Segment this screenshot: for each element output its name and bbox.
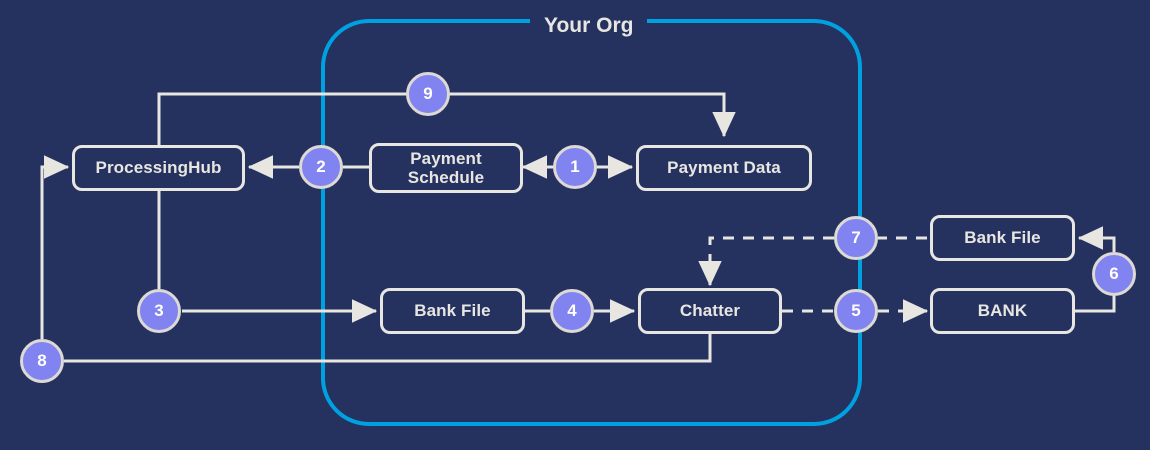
connector-step-7-left bbox=[698, 236, 834, 287]
node-chatter[interactable]: Chatter bbox=[638, 288, 782, 334]
node-payment-data[interactable]: Payment Data bbox=[636, 145, 812, 191]
connector-step-6-upper bbox=[1077, 226, 1116, 252]
step-badge-8[interactable]: 8 bbox=[20, 339, 64, 383]
step-badge-6[interactable]: 6 bbox=[1092, 252, 1136, 296]
org-boundary-label: Your Org bbox=[530, 14, 648, 38]
step-badge-7[interactable]: 7 bbox=[834, 216, 878, 260]
connector-step-6-lower bbox=[1075, 295, 1116, 313]
node-processinghub[interactable]: ProcessingHub bbox=[72, 145, 245, 191]
step-badge-1[interactable]: 1 bbox=[553, 145, 597, 189]
step-badge-4[interactable]: 4 bbox=[550, 289, 594, 333]
step-badge-9[interactable]: 9 bbox=[406, 72, 450, 116]
connector-step-8-from-chatter bbox=[64, 334, 712, 363]
step-badge-5[interactable]: 5 bbox=[834, 289, 878, 333]
node-bank-file-right[interactable]: Bank File bbox=[930, 215, 1075, 261]
step-badge-2[interactable]: 2 bbox=[299, 145, 343, 189]
node-bank[interactable]: BANK bbox=[930, 288, 1075, 334]
org-boundary bbox=[321, 19, 862, 426]
step-badge-3[interactable]: 3 bbox=[137, 289, 181, 333]
node-payment-schedule[interactable]: Payment Schedule bbox=[369, 143, 523, 193]
node-bank-file-left[interactable]: Bank File bbox=[380, 288, 525, 334]
connector-step-8-to-hub bbox=[40, 155, 70, 339]
